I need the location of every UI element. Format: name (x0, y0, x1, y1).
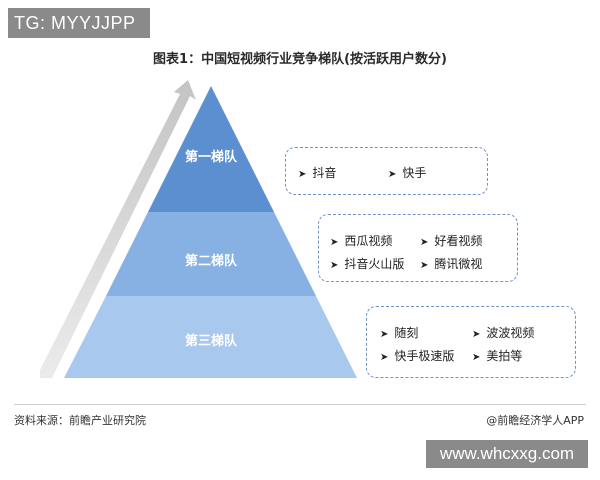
tier-3-item: ➤随刻 (380, 326, 419, 340)
chevron-right-icon: ➤ (330, 260, 339, 271)
chevron-right-icon: ➤ (380, 352, 389, 363)
tier-2-item: ➤好看视频 (420, 234, 483, 248)
chevron-right-icon: ➤ (472, 352, 481, 363)
chevron-right-icon: ➤ (388, 169, 397, 180)
tier-2-item: ➤抖音火山版 (330, 257, 405, 271)
figure-title: 图表1：中国短视频行业竞争梯队(按活跃用户数分) (153, 52, 447, 67)
brand-credit: @前瞻经济学人APP (486, 414, 584, 427)
watermark-bottom: www.whcxxg.com (426, 440, 588, 468)
tier-2-box (318, 214, 518, 282)
tier-1-item: ➤快手 (388, 166, 427, 180)
chevron-right-icon: ➤ (298, 169, 307, 180)
tier-3-item: ➤波波视频 (472, 326, 535, 340)
tier-1-label: 第一梯队 (184, 150, 237, 165)
tier-3-label: 第三梯队 (184, 334, 237, 349)
tier-1-item: ➤抖音 (298, 166, 337, 180)
chevron-right-icon: ➤ (420, 260, 429, 271)
footer-divider (14, 404, 586, 405)
chevron-right-icon: ➤ (420, 237, 429, 248)
watermark-top: TG: MYYJJPP (8, 8, 150, 38)
chevron-right-icon: ➤ (330, 237, 339, 248)
source-note: 资料来源：前瞻产业研究院 (14, 414, 146, 427)
growth-arrow (40, 80, 196, 378)
chevron-right-icon: ➤ (472, 329, 481, 340)
tier-2-item: ➤西瓜视频 (330, 234, 393, 248)
pyramid-tier-2-shape (106, 212, 316, 296)
tier-2-label: 第二梯队 (184, 254, 237, 269)
tier-3-item: ➤美拍等 (472, 349, 523, 363)
tier-3-box (366, 306, 576, 378)
pyramid-tier-3-shape (64, 296, 357, 378)
tier-3-item: ➤快手极速版 (380, 349, 455, 363)
tier-1-box (285, 147, 488, 195)
pyramid-tier-1-shape (148, 86, 274, 212)
tier-2-item: ➤腾讯微视 (420, 257, 483, 271)
chevron-right-icon: ➤ (380, 329, 389, 340)
